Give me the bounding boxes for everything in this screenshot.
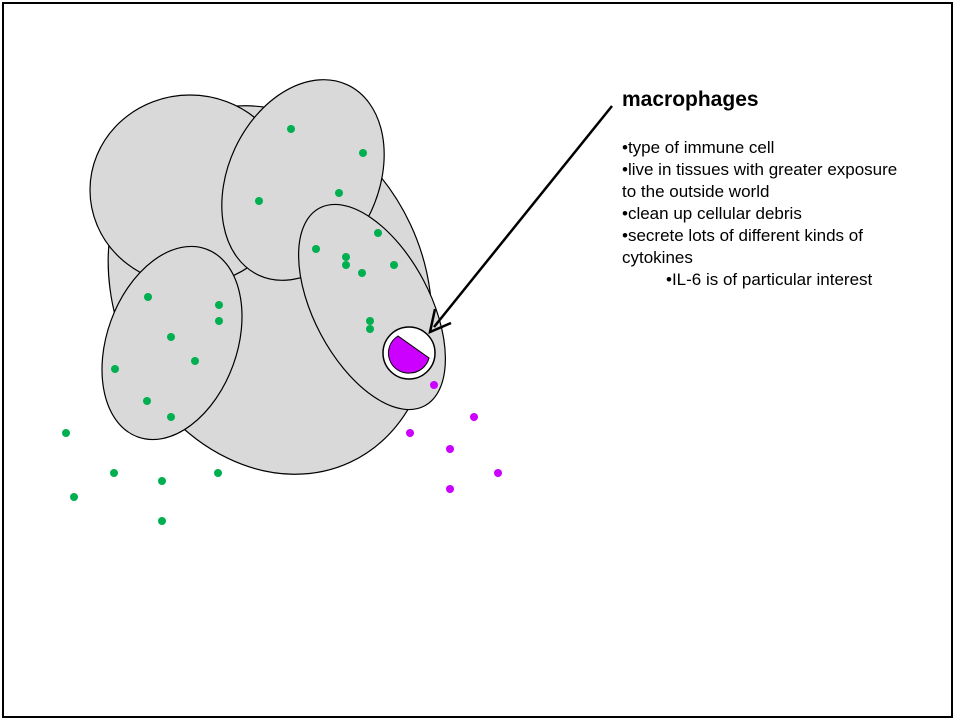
bullet-item: •secrete lots of different kinds of cyto… — [610, 225, 910, 269]
purple-dot — [430, 381, 438, 389]
green-dot — [167, 413, 175, 421]
macrophage — [383, 327, 435, 379]
pointer-arrow — [430, 106, 612, 332]
bullet-list: •type of immune cell •live in tissues wi… — [610, 137, 910, 291]
green-dot — [143, 397, 151, 405]
green-dot — [390, 261, 398, 269]
slide-title: macrophages — [622, 88, 759, 112]
green-dot — [358, 269, 366, 277]
green-dot — [191, 357, 199, 365]
green-dot — [359, 149, 367, 157]
green-dot — [374, 229, 382, 237]
bullet-text: type of immune cell — [628, 138, 774, 157]
green-dot — [366, 317, 374, 325]
green-dot — [214, 469, 222, 477]
green-dot — [70, 493, 78, 501]
purple-dot — [494, 469, 502, 477]
purple-dot — [406, 429, 414, 437]
bullet-text: secrete lots of different kinds of cytok… — [622, 226, 863, 267]
green-dot — [158, 477, 166, 485]
green-dot — [255, 197, 263, 205]
bullet-item: •type of immune cell — [610, 137, 910, 159]
sub-bullet-item: •IL-6 is of particular interest — [610, 269, 910, 291]
green-dot — [342, 253, 350, 261]
green-dot — [215, 301, 223, 309]
bullet-text: IL-6 is of particular interest — [672, 270, 872, 289]
green-dot — [342, 261, 350, 269]
purple-dot — [446, 485, 454, 493]
green-dot — [167, 333, 175, 341]
green-dot — [335, 189, 343, 197]
bullet-item: •clean up cellular debris — [610, 203, 910, 225]
green-dot — [62, 429, 70, 437]
green-dot — [287, 125, 295, 133]
green-dot — [215, 317, 223, 325]
green-dot — [312, 245, 320, 253]
purple-dot — [446, 445, 454, 453]
purple-dot — [470, 413, 478, 421]
bullet-item: •live in tissues with greater exposure t… — [610, 159, 910, 203]
green-dot — [144, 293, 152, 301]
green-dot — [110, 469, 118, 477]
bullet-text: clean up cellular debris — [628, 204, 802, 223]
green-dot — [366, 325, 374, 333]
green-dot — [158, 517, 166, 525]
green-dot — [111, 365, 119, 373]
bullet-text: live in tissues with greater exposure to… — [622, 160, 897, 201]
